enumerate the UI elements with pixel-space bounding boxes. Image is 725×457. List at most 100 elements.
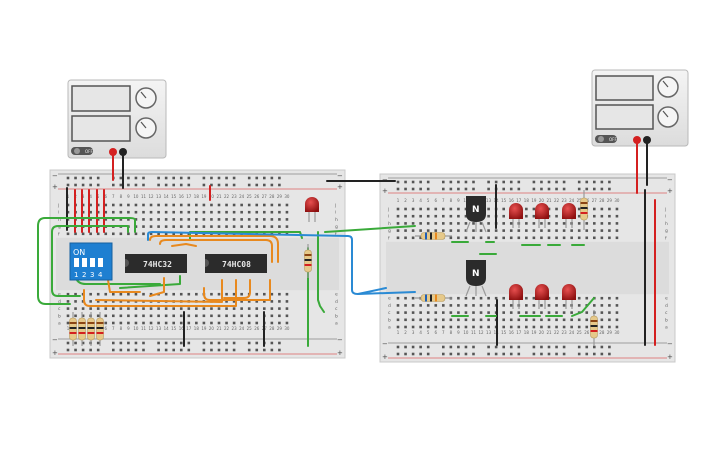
rail-hole[interactable]: [179, 348, 183, 352]
breadboard-hole[interactable]: [404, 236, 407, 240]
rail-hole[interactable]: [487, 352, 490, 356]
breadboard-hole[interactable]: [225, 307, 228, 310]
breadboard-hole[interactable]: [96, 232, 100, 236]
rail-hole[interactable]: [532, 180, 536, 184]
resistor[interactable]: [580, 190, 588, 230]
rail-hole[interactable]: [442, 352, 445, 356]
breadboard-hole[interactable]: [525, 325, 528, 329]
breadboard-hole[interactable]: [179, 218, 183, 221]
breadboard-hole[interactable]: [525, 229, 528, 232]
breadboard-hole[interactable]: [608, 311, 611, 314]
breadboard-hole[interactable]: [96, 292, 100, 296]
breadboard-hole[interactable]: [547, 325, 551, 329]
breadboard-hole[interactable]: [247, 225, 251, 228]
breadboard-hole[interactable]: [615, 207, 619, 211]
power-supply-right[interactable]: OFF: [591, 69, 689, 147]
wire-orange[interactable]: [149, 235, 279, 263]
rail-hole[interactable]: [593, 180, 596, 184]
breadboard-hole[interactable]: [134, 203, 138, 207]
breadboard-hole[interactable]: [600, 325, 604, 329]
breadboard-hole[interactable]: [96, 300, 100, 303]
rail-hole[interactable]: [255, 348, 259, 352]
rail-hole[interactable]: [547, 352, 551, 356]
breadboard-hole[interactable]: [285, 218, 289, 221]
breadboard-hole[interactable]: [442, 325, 445, 329]
breadboard-hole[interactable]: [464, 304, 468, 307]
breadboard-hole[interactable]: [426, 318, 430, 322]
breadboard-hole[interactable]: [615, 214, 619, 218]
breadboard-hole[interactable]: [74, 232, 77, 236]
breadboard-hole[interactable]: [217, 203, 221, 207]
breadboard-hole[interactable]: [426, 325, 430, 329]
rail-hole[interactable]: [502, 345, 505, 349]
breadboard-hole[interactable]: [600, 222, 604, 225]
breadboard-hole[interactable]: [255, 321, 259, 325]
rail-hole[interactable]: [464, 187, 468, 191]
resistor[interactable]: [78, 312, 86, 346]
rail-hole[interactable]: [134, 348, 138, 352]
rail-hole[interactable]: [232, 176, 236, 180]
resistor[interactable]: [96, 312, 104, 346]
breadboard-hole[interactable]: [187, 321, 191, 325]
breadboard-hole[interactable]: [164, 292, 168, 296]
breadboard-hole[interactable]: [255, 225, 259, 228]
led-red[interactable]: [562, 203, 576, 228]
breadboard-hole[interactable]: [593, 214, 596, 218]
rail-hole[interactable]: [472, 187, 475, 191]
breadboard-hole[interactable]: [217, 307, 221, 310]
breadboard-hole[interactable]: [472, 304, 475, 307]
breadboard-hole[interactable]: [532, 311, 536, 314]
rail-hole[interactable]: [532, 352, 536, 356]
breadboard-right[interactable]: −−++−−++11223344556677889910101111121213…: [379, 173, 676, 363]
wire-orange[interactable]: [203, 279, 271, 301]
rail-hole[interactable]: [278, 348, 281, 352]
breadboard-hole[interactable]: [278, 314, 281, 318]
breadboard-hole[interactable]: [396, 229, 400, 232]
breadboard-hole[interactable]: [434, 325, 438, 329]
breadboard-hole[interactable]: [434, 222, 438, 225]
rail-hole[interactable]: [540, 180, 543, 184]
breadboard-hole[interactable]: [555, 318, 558, 322]
breadboard-hole[interactable]: [411, 222, 415, 225]
rail-hole[interactable]: [411, 352, 415, 356]
rail-hole[interactable]: [419, 187, 422, 191]
breadboard-hole[interactable]: [247, 203, 251, 207]
breadboard-hole[interactable]: [278, 307, 281, 310]
breadboard-hole[interactable]: [555, 296, 558, 300]
rail-hole[interactable]: [502, 180, 505, 184]
breadboard-hole[interactable]: [540, 318, 543, 322]
breadboard-hole[interactable]: [149, 203, 153, 207]
rail-hole[interactable]: [608, 180, 611, 184]
breadboard-hole[interactable]: [127, 232, 130, 236]
breadboard-hole[interactable]: [555, 304, 558, 307]
breadboard-hole[interactable]: [89, 203, 92, 207]
breadboard-hole[interactable]: [457, 214, 460, 218]
rail-hole[interactable]: [562, 345, 566, 349]
rail-hole[interactable]: [404, 352, 407, 356]
rail-hole[interactable]: [164, 183, 168, 187]
breadboard-hole[interactable]: [104, 307, 108, 310]
breadboard-hole[interactable]: [525, 236, 528, 240]
breadboard-hole[interactable]: [225, 321, 228, 325]
wire-green[interactable]: [571, 297, 595, 317]
breadboard-hole[interactable]: [411, 311, 415, 314]
rail-hole[interactable]: [119, 341, 123, 345]
breadboard-hole[interactable]: [404, 229, 407, 232]
rail-hole[interactable]: [426, 352, 430, 356]
breadboard-hole[interactable]: [157, 314, 160, 318]
resistor[interactable]: [590, 310, 598, 346]
breadboard-hole[interactable]: [263, 292, 266, 296]
breadboard-hole[interactable]: [247, 321, 251, 325]
breadboard-hole[interactable]: [404, 296, 407, 300]
breadboard-hole[interactable]: [134, 321, 138, 325]
breadboard-hole[interactable]: [449, 311, 453, 314]
breadboard-hole[interactable]: [263, 203, 266, 207]
rail-hole[interactable]: [66, 348, 70, 352]
breadboard-hole[interactable]: [81, 314, 85, 318]
resistor[interactable]: [415, 232, 452, 240]
breadboard-hole[interactable]: [66, 292, 70, 296]
rail-hole[interactable]: [127, 176, 130, 180]
breadboard-hole[interactable]: [179, 210, 183, 214]
rail-hole[interactable]: [411, 187, 415, 191]
